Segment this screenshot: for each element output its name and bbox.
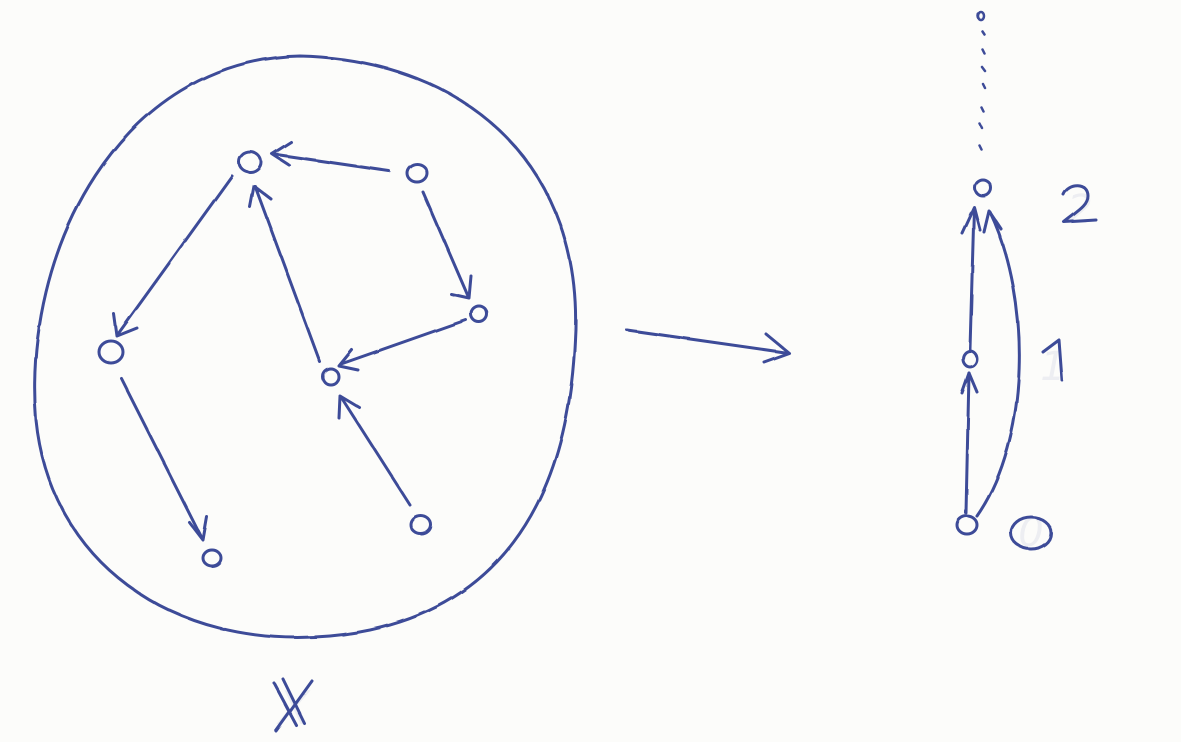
edge-0-to-1 — [960, 371, 979, 515]
node-center — [321, 367, 341, 387]
level-2-node — [973, 178, 993, 198]
edge-0-to-2-curved — [975, 209, 1021, 518]
level-1-glyph — [1041, 338, 1064, 382]
level-0-label: 0 — [1018, 510, 1043, 556]
level-0-node — [955, 514, 979, 536]
edge-topright-to-midright — [421, 190, 473, 300]
edge-center-to-top — [248, 184, 322, 364]
set-boundary — [33, 54, 578, 639]
node-left — [97, 339, 125, 365]
edge-top-to-left — [112, 174, 234, 338]
edge-bottomright-to-center — [337, 394, 412, 507]
set-label: X — [276, 681, 311, 735]
edge-midright-to-center — [337, 318, 468, 372]
edge-left-to-bottomleft — [119, 376, 209, 542]
level-1-label: 1 — [1040, 344, 1065, 390]
level-0-glyph — [1009, 515, 1053, 551]
level-2-label: 2 — [1067, 187, 1092, 233]
mapping-arrow — [625, 328, 791, 364]
node-bottom-right — [409, 514, 433, 536]
level-2-glyph — [1061, 183, 1098, 224]
edge-1-to-2 — [960, 205, 982, 351]
level-1-node — [961, 349, 979, 369]
set-name-glyph — [272, 677, 314, 733]
node-top-right — [405, 162, 429, 184]
node-mid-right — [469, 304, 489, 324]
continuation-dots — [976, 10, 987, 151]
node-top — [237, 150, 263, 174]
edge-topright-to-top — [270, 140, 391, 173]
node-bottom-left — [201, 548, 223, 568]
